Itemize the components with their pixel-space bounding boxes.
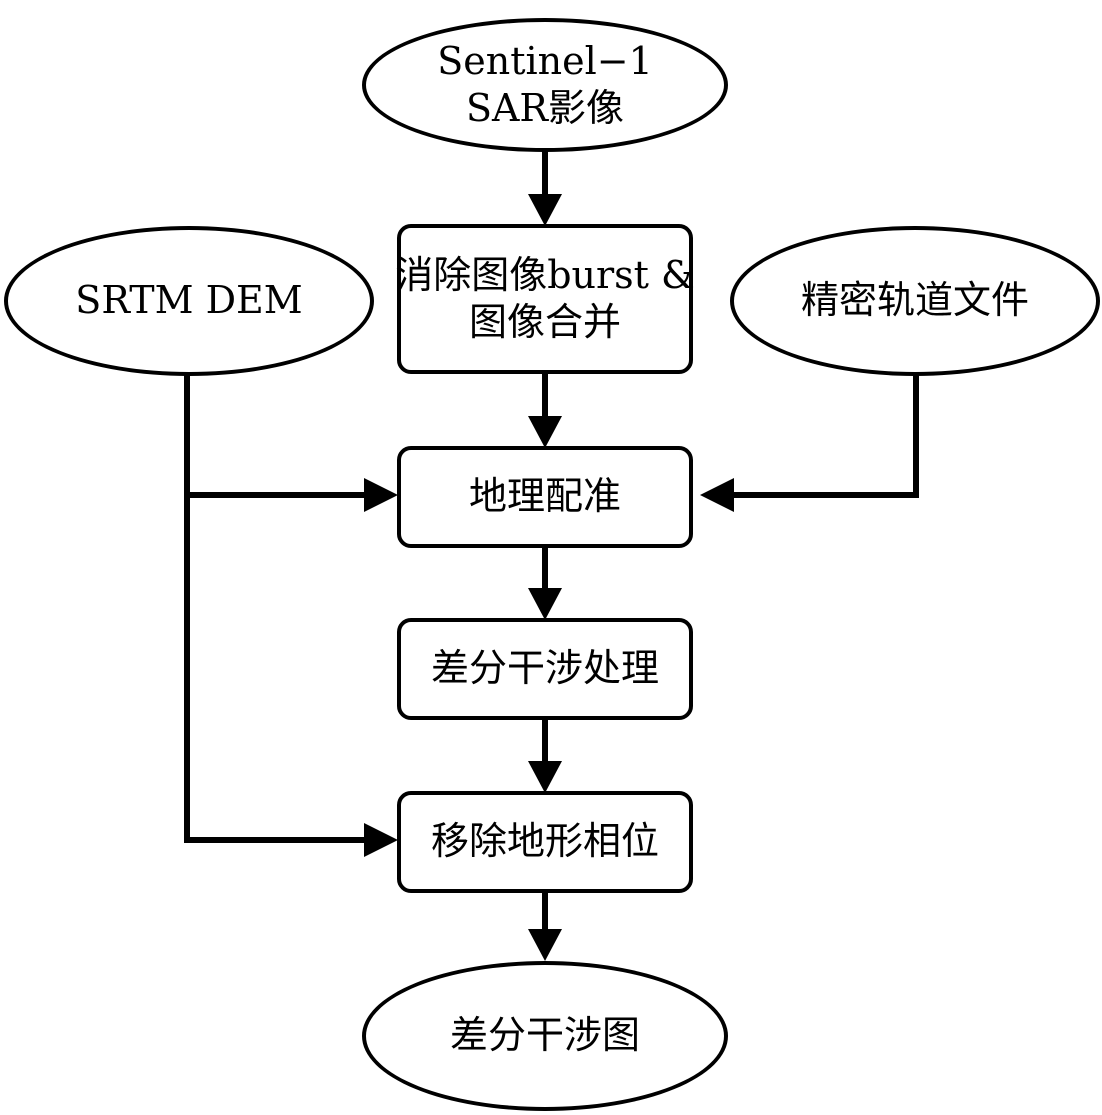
- arrowhead-interferometry: [528, 588, 562, 620]
- node-orbit-label: 精密轨道文件: [800, 278, 1029, 323]
- edge-srtm-trunk: [184, 372, 370, 843]
- node-sentinel-sar: Sentinel−1 SAR影像: [362, 18, 728, 152]
- node-sentinel-line2: SAR影像: [465, 86, 625, 130]
- node-coregistration: 地理配准: [397, 446, 693, 548]
- node-srtm-label: SRTM DEM: [75, 278, 303, 323]
- arrowhead-topo-removal: [528, 761, 562, 793]
- arrowhead-coregistration-right: [700, 478, 734, 512]
- node-debursting: 消除图像burst & 图像合并: [395, 224, 695, 374]
- node-sentinel-line1: Sentinel−1: [437, 38, 653, 83]
- node-precise-orbit: 精密轨道文件: [730, 226, 1100, 376]
- arrowhead-coregistration-top: [528, 416, 562, 448]
- node-interferogram: 差分干涉图: [362, 961, 728, 1111]
- arrowhead-debursting: [528, 194, 562, 226]
- node-srtm-dem: SRTM DEM: [4, 226, 374, 376]
- arrowhead-topo-removal-left: [364, 823, 398, 857]
- edge-orbit-to-coregistration: [728, 372, 919, 498]
- node-debursting-line1: 消除图像burst &: [395, 252, 695, 297]
- node-topo-removal: 移除地形相位: [397, 791, 693, 893]
- arrowhead-interferogram: [528, 929, 562, 961]
- node-topo-removal-label: 移除地形相位: [430, 819, 659, 864]
- node-interferogram-label: 差分干涉图: [449, 1013, 640, 1058]
- arrowhead-coregistration-left: [364, 478, 398, 512]
- node-interferometry-label: 差分干涉处理: [430, 646, 659, 691]
- node-debursting-line2: 图像合并: [469, 300, 622, 344]
- node-interferometry: 差分干涉处理: [397, 618, 693, 720]
- node-coregistration-label: 地理配准: [468, 474, 621, 519]
